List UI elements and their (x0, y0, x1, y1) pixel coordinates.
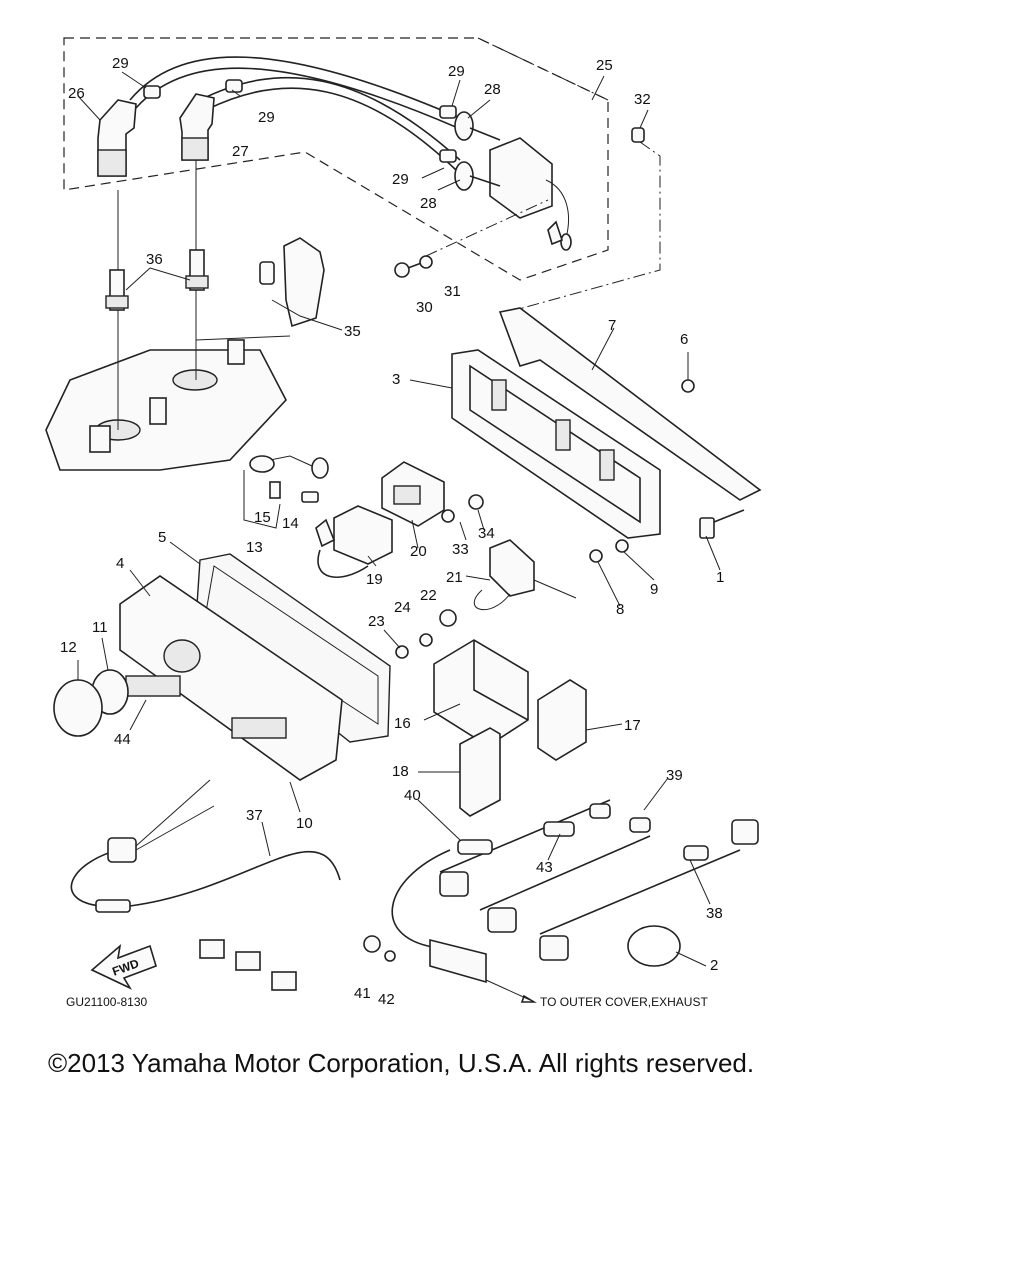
bolt-1 (699, 509, 745, 539)
callout: 24 (394, 599, 411, 616)
electrical-box-bracket (451, 307, 762, 539)
callout: 16 (394, 715, 411, 732)
callout: 9 (650, 581, 658, 598)
callout: 29 (112, 55, 129, 72)
callout: 4 (116, 555, 124, 572)
callout: 30 (416, 299, 433, 316)
ignition-coil (454, 111, 572, 251)
callout: 17 (624, 717, 641, 734)
callout: 15 (254, 509, 271, 526)
bolt-6 (681, 379, 695, 393)
callout: 23 (368, 613, 385, 630)
callout: 3 (392, 371, 400, 388)
callout: 35 (344, 323, 361, 340)
callout: 41 (354, 985, 371, 1002)
callout: 39 (666, 767, 683, 784)
component-20 (381, 461, 445, 527)
cap-12 (53, 679, 103, 737)
bolt-22 (439, 609, 457, 627)
cap-32 (631, 127, 645, 143)
callout: 44 (114, 731, 131, 748)
callout: 37 (246, 807, 263, 824)
callout: 25 (596, 57, 613, 74)
callout: 43 (536, 859, 553, 876)
cord-clamps-29 (143, 79, 457, 163)
callout: 29 (392, 171, 409, 188)
wire-harness-13 (243, 455, 329, 529)
callout: 31 (444, 283, 461, 300)
callout: 20 (410, 543, 427, 560)
callout: 33 (452, 541, 469, 558)
washer-31 (419, 255, 433, 269)
callout: 11 (92, 619, 108, 636)
callout: 13 (246, 539, 263, 556)
bracket-17 (537, 679, 587, 761)
callout-numbers: 29 29 29 29 26 27 25 28 28 32 36 35 31 3… (60, 55, 724, 1008)
screw-33 (441, 509, 455, 523)
callout: 8 (616, 601, 624, 618)
callout: 12 (60, 639, 77, 656)
cover-4 (119, 575, 343, 781)
washer-24 (419, 633, 433, 647)
callout: 36 (146, 251, 163, 268)
spark-plug-cap-27 (179, 93, 215, 161)
wire-harness-37 (70, 779, 341, 991)
sensor-21 (474, 539, 577, 611)
bracket-35 (195, 237, 343, 341)
callout: 6 (680, 331, 688, 348)
callout: 29 (258, 109, 275, 126)
callout: 5 (158, 529, 166, 546)
cylinder-head (45, 290, 287, 471)
callout: 28 (420, 195, 437, 212)
ignition-parts-diagram: FWD 29 29 29 29 26 27 25 28 28 32 36 35 … (45, 37, 762, 1009)
washer-42 (384, 950, 396, 962)
spark-plugs-36 (105, 160, 209, 311)
leader-lines (77, 71, 721, 967)
callout: 1 (716, 569, 724, 586)
cdi-unit-16 (433, 639, 529, 747)
callout: 2 (710, 957, 718, 974)
figure-code: GU21100-8130 (66, 995, 147, 1009)
callout: 38 (706, 905, 723, 922)
bolt-41 (363, 935, 381, 953)
callout: 40 (404, 787, 421, 804)
starter-relay-19 (315, 505, 393, 579)
screw-8 (589, 549, 603, 563)
callout: 7 (608, 317, 616, 334)
outer-cover-note: TO OUTER COVER,EXHAUST (540, 995, 708, 1009)
callout: 32 (634, 91, 651, 108)
copyright-notice: ©2013 Yamaha Motor Corporation, U.S.A. A… (48, 1048, 755, 1078)
outer-cover-arrow (485, 979, 531, 1001)
callout: 42 (378, 991, 395, 1008)
cables-right (391, 799, 759, 984)
fwd-arrow: FWD (90, 943, 157, 990)
washer-9 (615, 539, 629, 553)
clip-2 (627, 925, 681, 967)
callout: 10 (296, 815, 313, 832)
callout: 28 (484, 81, 501, 98)
callout: 29 (448, 63, 465, 80)
callout: 19 (366, 571, 383, 588)
callout: 21 (446, 569, 463, 586)
bolt-23 (395, 645, 409, 659)
washer-34 (468, 494, 484, 510)
callout: 26 (68, 85, 85, 102)
callout: 18 (392, 763, 409, 780)
callout: 34 (478, 525, 495, 542)
callout: 27 (232, 143, 249, 160)
screw-30 (394, 261, 425, 278)
holder-18 (459, 727, 501, 817)
callout: 14 (282, 515, 299, 532)
callout: 22 (420, 587, 437, 604)
spark-plug-cap-26 (97, 99, 137, 177)
